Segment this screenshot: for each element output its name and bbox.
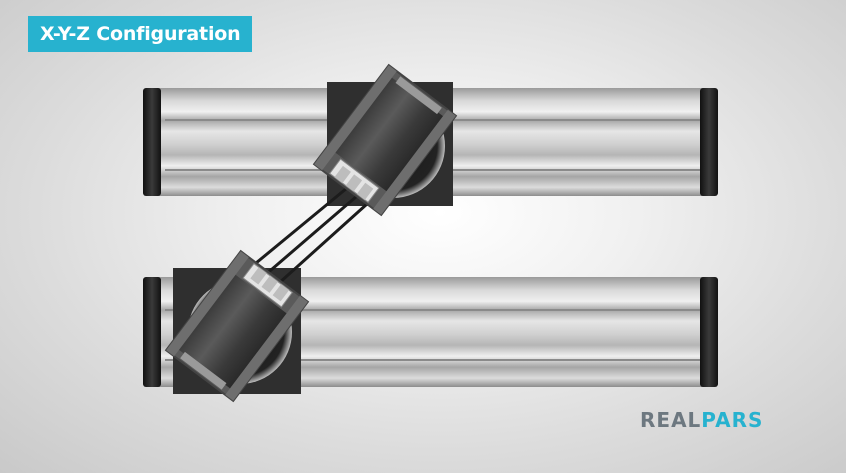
top-stepper-motor xyxy=(312,63,458,217)
rail-end-cap-left xyxy=(143,88,161,196)
logo-text-real: REAL xyxy=(640,408,702,432)
rail-end-cap-left-bottom xyxy=(143,277,161,387)
logo-text-pars: PARS xyxy=(701,408,764,432)
realpars-logo: REALPARS xyxy=(640,408,763,432)
cable-bundle xyxy=(249,186,369,286)
rail-end-cap-right-bottom xyxy=(700,277,718,387)
title-badge: X-Y-Z Configuration xyxy=(28,16,253,52)
rail-end-cap-right xyxy=(700,88,718,196)
title-text: X-Y-Z Configuration xyxy=(40,23,241,45)
bottom-stepper-motor xyxy=(164,249,310,403)
